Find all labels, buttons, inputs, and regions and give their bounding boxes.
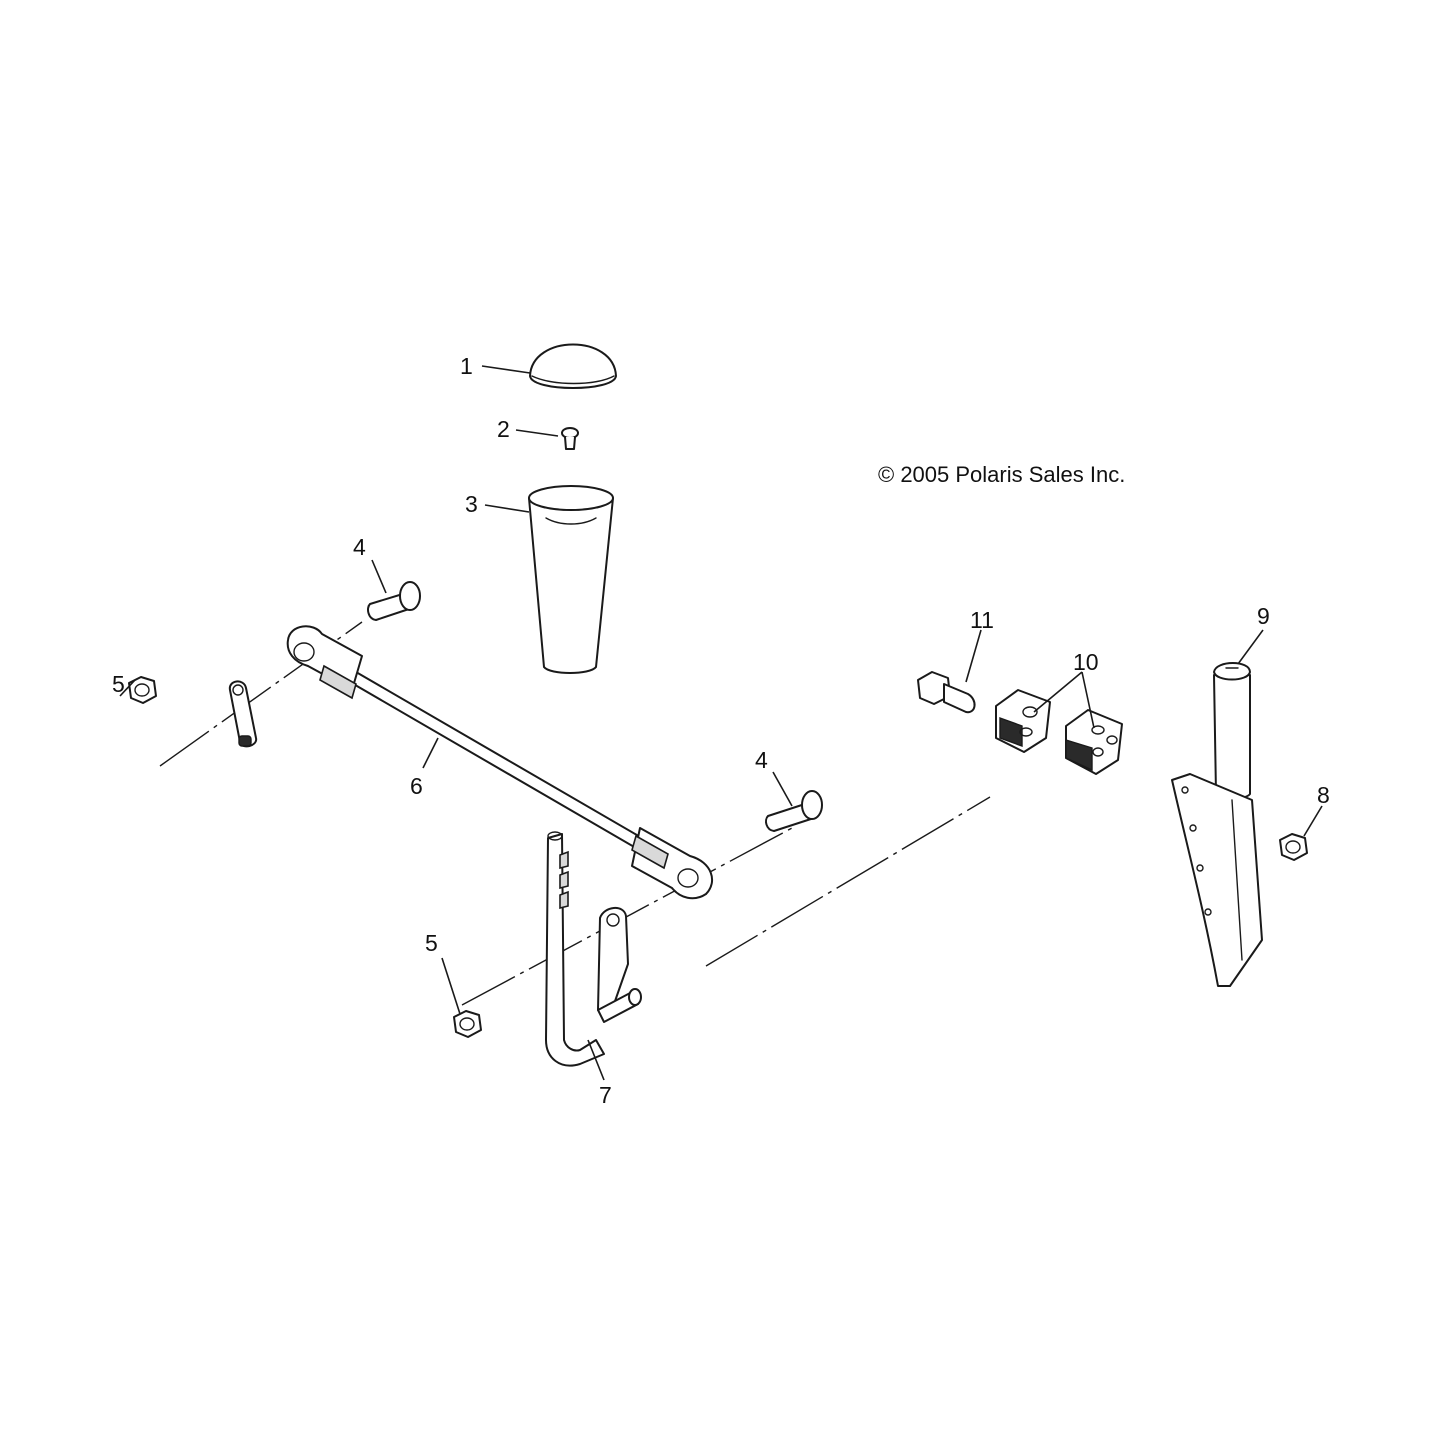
callout-11: 11: [970, 607, 994, 633]
part-pin-lower: [765, 790, 823, 832]
callout-4-lower: 4: [755, 747, 768, 773]
callout-6: 6: [410, 773, 423, 799]
part-block-right: [1065, 709, 1123, 775]
part-nut-lower: [453, 1010, 482, 1038]
callout-4-upper: 4: [353, 534, 366, 560]
part-screw: [561, 427, 579, 450]
callout-10: 10: [1073, 649, 1099, 675]
part-knob-cap: [529, 343, 617, 389]
part-tapered-grip: [528, 485, 614, 674]
part-nut-upper: [128, 676, 157, 704]
part-block-left: [995, 689, 1051, 753]
callout-5-lower: 5: [425, 930, 438, 956]
callout-2: 2: [497, 416, 510, 442]
callout-9: 9: [1257, 603, 1270, 629]
part-flange-bolt: [917, 671, 976, 714]
callout-labels: 1 2 3 4 5 6 4 5 7 8 9 10 11: [112, 353, 1330, 1108]
callout-8: 8: [1317, 782, 1330, 808]
callout-5-upper: 5: [112, 671, 125, 697]
part-shift-rod: [286, 625, 714, 900]
callout-1: 1: [460, 353, 473, 379]
part-sleeve-bracket: [1171, 662, 1263, 987]
callout-3: 3: [465, 491, 478, 517]
copyright-text: © 2005 Polaris Sales Inc.: [878, 462, 1125, 487]
part-nut-right: [1279, 833, 1308, 861]
part-shift-lever: [545, 831, 642, 1067]
callout-7: 7: [599, 1082, 612, 1108]
part-pin-upper: [367, 581, 421, 621]
leader-lines: [119, 365, 1323, 1081]
part-small-lever: [228, 680, 258, 748]
